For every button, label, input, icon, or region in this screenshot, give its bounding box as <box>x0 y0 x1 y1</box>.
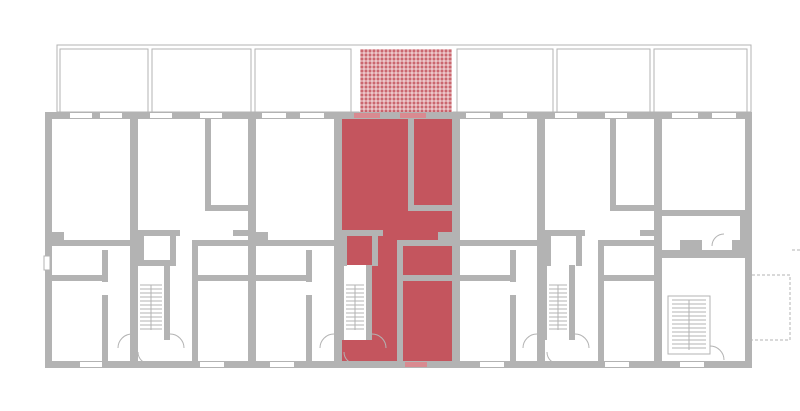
unit-5-walls <box>460 240 537 363</box>
stairwell-3 <box>541 265 575 340</box>
unit-1-walls <box>52 232 130 363</box>
unit-2-walls <box>138 119 248 361</box>
top-windows-highlight <box>354 113 426 118</box>
stairwell-1 <box>131 265 170 340</box>
stairwell-2 <box>338 265 372 340</box>
door-swings <box>117 233 725 365</box>
unit-3-walls <box>256 232 334 363</box>
unit-6-walls <box>545 119 654 361</box>
bottom-windows <box>80 362 704 367</box>
bottom-window-highlight <box>405 362 427 367</box>
highlighted-balcony <box>359 48 453 112</box>
bay-window <box>43 255 51 271</box>
top-windows <box>70 113 736 118</box>
side-annex <box>752 249 800 341</box>
unit-4-walls <box>341 119 452 361</box>
stairwell-4 <box>667 295 711 355</box>
party-walls <box>130 112 662 368</box>
unit-7-walls <box>662 210 746 258</box>
